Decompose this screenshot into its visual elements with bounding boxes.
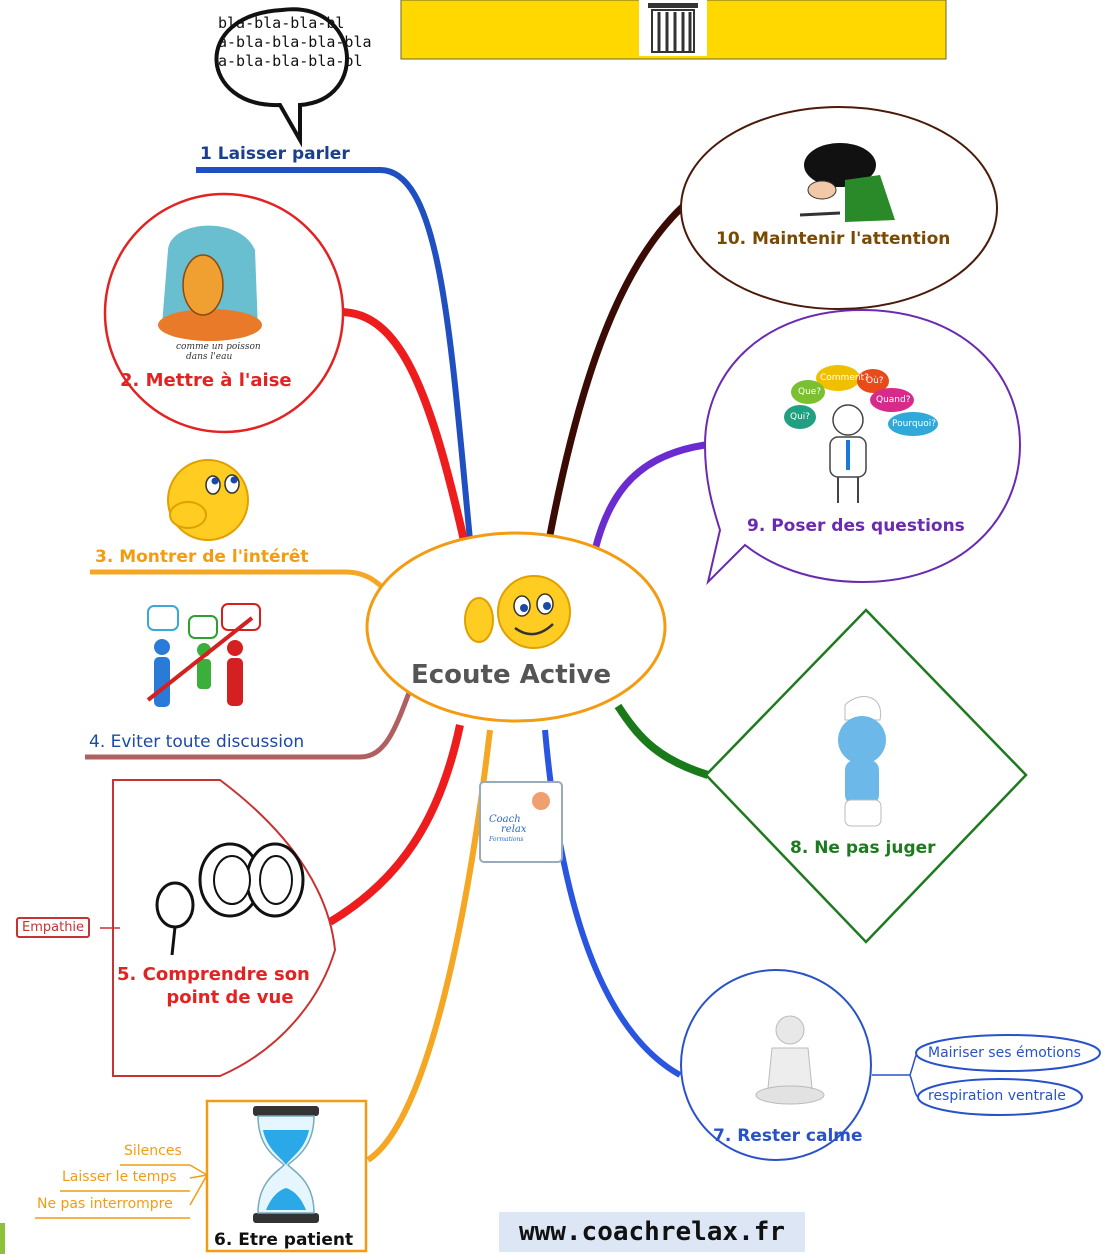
- patient-connectors: [189, 1164, 208, 1206]
- calme-connectors: [872, 1052, 919, 1098]
- branch-3-line: [90, 569, 397, 602]
- branch-9-label: 9. Poser des questions: [747, 516, 965, 536]
- branch-5-line: [327, 724, 464, 926]
- node-10-ellipse: [680, 106, 998, 310]
- corner-accent: [0, 1223, 5, 1254]
- binoculars-icon: [155, 842, 305, 956]
- emotions-pill: [915, 1034, 1101, 1072]
- fish-caption: comme un poisson dans l'eau: [176, 342, 261, 362]
- website-link[interactable]: www.coachrelax.fr: [499, 1212, 805, 1252]
- question-word: Où?: [866, 376, 884, 386]
- gaston-character-icon: [799, 143, 895, 222]
- hourglass-icon: [253, 1106, 319, 1223]
- node-5-shape: [112, 779, 337, 1077]
- speech-bubble-icon: [214, 7, 349, 148]
- column-icon: [639, 0, 707, 56]
- question-word: Comment?: [820, 373, 869, 383]
- sub-item-emotions: Mairiser ses émotions: [928, 1045, 1081, 1061]
- branch-10-line: [546, 197, 693, 536]
- sub-item-respiration: respiration ventrale: [928, 1088, 1066, 1104]
- fish-caption-line: comme un poisson: [176, 342, 261, 352]
- branch-7-line: [542, 729, 682, 1078]
- fish-bowl-icon: [158, 225, 262, 341]
- bubble-line: a-bla-bla-bla-bla: [218, 33, 372, 51]
- meditation-figure-icon: [755, 1015, 825, 1105]
- sub-item-laisser-temps: Laisser le temps: [62, 1169, 177, 1185]
- question-word: Quand?: [876, 395, 911, 405]
- branch-2-line: [339, 308, 469, 546]
- branch-9-line: [591, 441, 706, 551]
- question-word: Pourquoi?: [892, 419, 937, 429]
- sub-item-empathie: Empathie: [16, 917, 91, 938]
- branch-8-line: [614, 703, 710, 779]
- sub-item-ne-pas-interrompre: Ne pas interrompre: [37, 1196, 173, 1212]
- smurf-icon: [838, 696, 886, 827]
- people-discussion-icon: [146, 603, 261, 707]
- branch-6-line: [366, 729, 493, 1163]
- central-title: Ecoute Active: [411, 660, 612, 690]
- logo-line1: Coach: [489, 814, 521, 825]
- sub-item-silences: Silences: [124, 1143, 182, 1159]
- bubble-line: bla-bla-bla-bl: [218, 14, 345, 32]
- question-word: Que?: [798, 387, 822, 397]
- branch-10-label: 10. Maintenir l'attention: [716, 229, 951, 249]
- branch-8-label: 8. Ne pas juger: [790, 838, 936, 858]
- branch-2-label: 2. Mettre à l'aise: [120, 370, 292, 391]
- question-word: Qui?: [790, 412, 811, 422]
- logo-line3: Formations: [489, 836, 524, 843]
- branch-4-label: 4. Eviter toute discussion: [89, 732, 305, 752]
- thinking-smiley-icon: [167, 459, 249, 541]
- fish-caption-line: dans l'eau: [186, 352, 233, 362]
- branch-5-label: 5. Comprendre son point de vue: [117, 963, 310, 1009]
- branch-5-line1: 5. Comprendre son: [117, 964, 310, 985]
- branch-4-line: [85, 689, 413, 760]
- branch-1-label: 1 Laisser parler: [200, 144, 350, 164]
- logo-figure: [532, 792, 550, 810]
- logo-line2: relax: [501, 824, 527, 835]
- branch-7-label: 7. Rester calme: [713, 1126, 863, 1146]
- branch-6-label: 6. Etre patient: [214, 1230, 354, 1250]
- smiley-wave-icon: [464, 575, 571, 649]
- logo-text: Coach relax Formations: [489, 815, 527, 845]
- respiration-pill: [917, 1078, 1083, 1116]
- branch-3-label: 3. Montrer de l'intérêt: [95, 547, 309, 567]
- question-man-icon: [784, 365, 938, 503]
- branch-1-line: [196, 167, 473, 541]
- branch-5-line2: point de vue: [166, 987, 294, 1008]
- bubble-line: a-bla-bla-bla-bl: [218, 52, 363, 70]
- speech-bubble-text: bla-bla-bla-bl a-bla-bla-bla-bla a-bla-b…: [218, 14, 372, 71]
